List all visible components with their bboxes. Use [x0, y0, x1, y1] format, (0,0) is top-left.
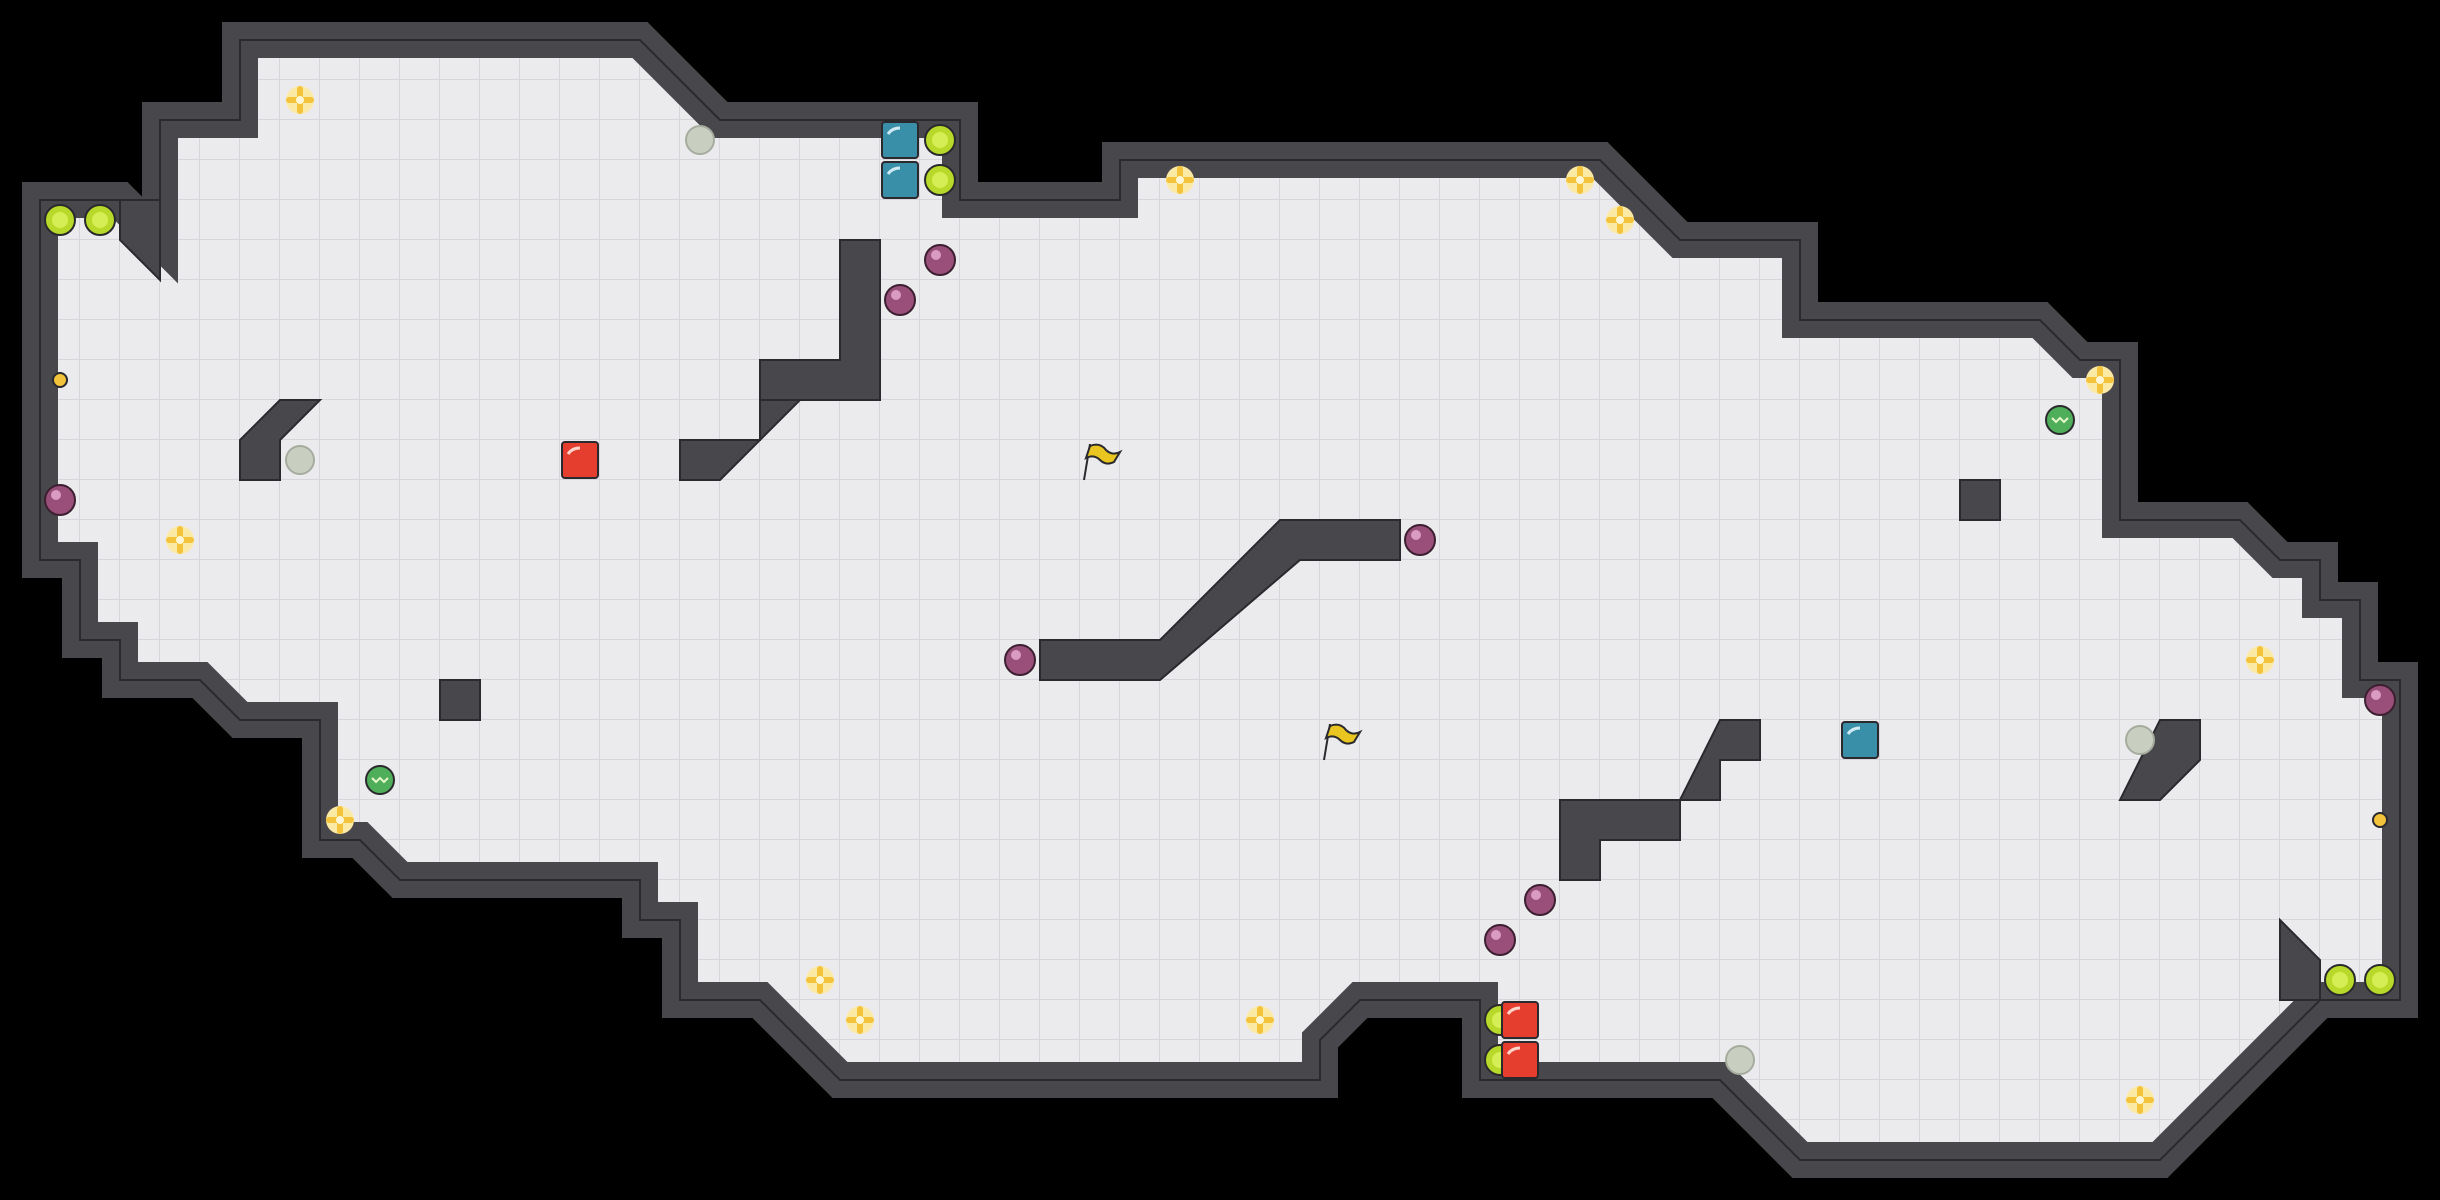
- boost-pad-icon: [1166, 166, 1194, 194]
- boost-pad-icon: [1246, 1006, 1274, 1034]
- spike-icon: [1524, 884, 1556, 916]
- powerup-icon: [2324, 964, 2356, 996]
- juke-juice-icon: [2045, 405, 2075, 435]
- boost-pad-icon: [1566, 166, 1594, 194]
- boost-pad-icon: [2126, 1086, 2154, 1114]
- boost-pad-icon: [846, 1006, 874, 1034]
- spike-icon: [1484, 924, 1516, 956]
- red-gate-tile: [1501, 1001, 1539, 1039]
- wall-right-wedge: [2118, 719, 2201, 801]
- juke-juice-icon: [365, 765, 395, 795]
- button-icon: [685, 125, 715, 155]
- spike-icon: [44, 484, 76, 516]
- wall-top-notch: [119, 199, 161, 283]
- powerup-icon: [84, 204, 116, 236]
- spike-icon: [2364, 684, 2396, 716]
- spike-icon: [884, 284, 916, 316]
- wall-upper-left-wedge: [239, 399, 323, 481]
- map-objects: [44, 86, 2396, 1114]
- powerup-icon: [924, 124, 956, 156]
- spike-icon: [1404, 524, 1436, 556]
- wall-blue-base-bracket: [759, 239, 881, 401]
- neutral-flag-icon: [1323, 723, 1363, 761]
- blue-gate-tile: [881, 121, 919, 159]
- boost-pad-icon: [2246, 646, 2274, 674]
- neutral-flag-icon: [1083, 443, 1123, 481]
- boost-pad-icon: [806, 966, 834, 994]
- red-gate-tile: [561, 441, 599, 479]
- boost-pad-icon: [166, 526, 194, 554]
- boost-pad-icon: [1606, 206, 1634, 234]
- outer-wall: [40, 40, 2400, 1160]
- powerup-icon: [924, 164, 956, 196]
- wall-bottom-right-notch: [2279, 917, 2321, 1001]
- button-icon: [285, 445, 315, 475]
- boost-pad-icon: [286, 86, 314, 114]
- powerup-icon: [2364, 964, 2396, 996]
- wall-block-left: [439, 679, 481, 721]
- inner-walls: [119, 199, 2321, 1001]
- red-gate-tile: [1501, 1041, 1539, 1079]
- wall-block-right: [1959, 479, 2001, 521]
- wall-blue-base-corner: [1559, 719, 1761, 881]
- bomb-icon: [2372, 812, 2388, 828]
- bomb-icon: [52, 372, 68, 388]
- spike-icon: [1004, 644, 1036, 676]
- powerup-icon: [44, 204, 76, 236]
- boost-pad-icon: [326, 806, 354, 834]
- spike-icon: [924, 244, 956, 276]
- button-icon: [1725, 1045, 1755, 1075]
- wall-center-diagonal: [1039, 519, 1401, 681]
- blue-gate-tile: [881, 161, 919, 199]
- blue-gate-tile: [1841, 721, 1879, 759]
- boost-pad-icon: [2086, 366, 2114, 394]
- button-icon: [2125, 725, 2155, 755]
